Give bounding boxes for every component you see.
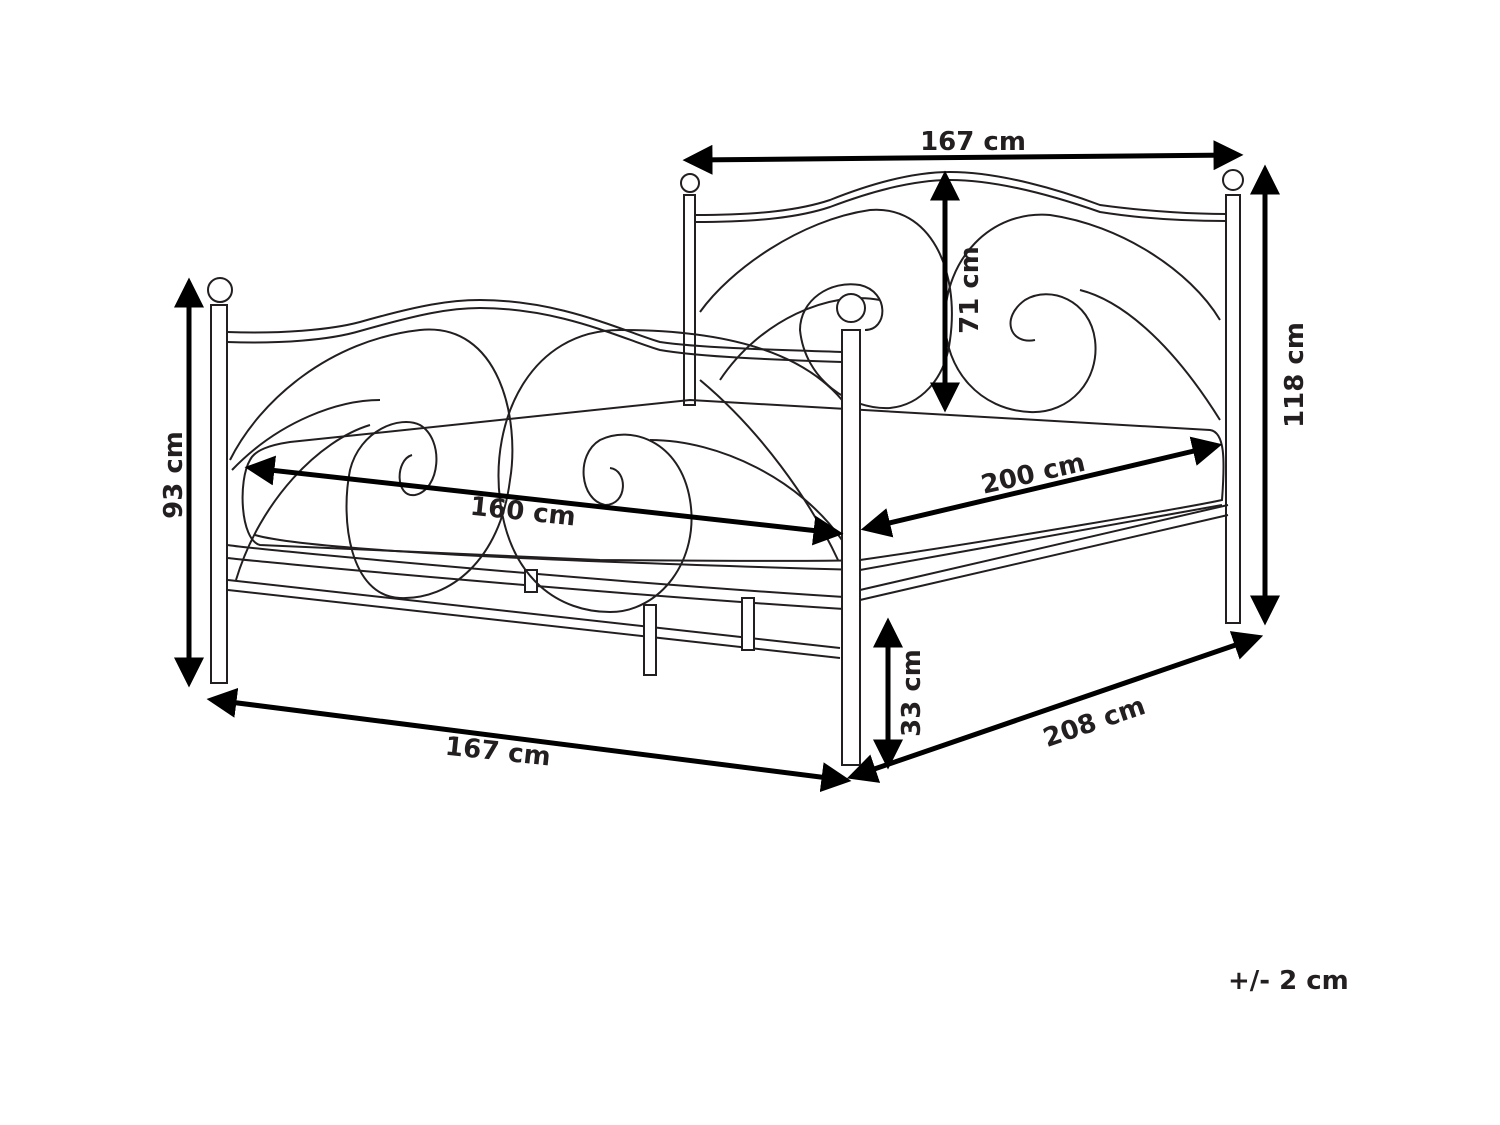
dim-arrow-footboard-width bbox=[206, 687, 852, 793]
dimension-arrows bbox=[174, 140, 1280, 793]
center-support bbox=[524, 569, 538, 593]
label-headboard-width: 167 cm bbox=[920, 127, 1026, 157]
footboard-right-post bbox=[841, 329, 861, 766]
center-leg-front bbox=[643, 604, 657, 676]
footboard-left-post bbox=[210, 304, 228, 684]
footboard-top-rail-inner bbox=[226, 306, 843, 363]
label-clearance-height: 33 cm bbox=[897, 649, 927, 737]
footboard-top-rail bbox=[226, 298, 843, 353]
headboard-right-post bbox=[1225, 194, 1241, 624]
dim-arrow-headboard-width bbox=[682, 140, 1244, 175]
headboard-left-finial bbox=[680, 173, 700, 193]
label-mattress-width: 160 cm bbox=[469, 492, 577, 533]
headboard-top-rail-inner bbox=[694, 178, 1227, 223]
tolerance-note: +/- 2 cm bbox=[1228, 966, 1349, 996]
headboard-top-rail bbox=[694, 170, 1227, 216]
label-mattress-length: 200 cm bbox=[978, 448, 1088, 501]
dim-arrow-mattress-length bbox=[860, 436, 1223, 538]
label-footboard-width: 167 cm bbox=[444, 732, 552, 773]
headboard-right-finial bbox=[1222, 169, 1244, 191]
label-overall-length: 208 cm bbox=[1039, 691, 1149, 754]
center-leg-back bbox=[741, 597, 755, 651]
dim-arrow-mattress-width bbox=[244, 455, 844, 546]
label-panel-height: 71 cm bbox=[955, 246, 985, 334]
headboard-left-post bbox=[683, 194, 696, 406]
bed-frame-illustration bbox=[207, 169, 1244, 766]
label-headboard-height: 118 cm bbox=[1280, 322, 1310, 428]
mattress bbox=[241, 398, 1225, 562]
dim-arrow-overall-length bbox=[846, 631, 1264, 783]
footboard-bottom-rail bbox=[227, 579, 841, 659]
footboard-right-finial bbox=[836, 293, 866, 323]
footboard-left-finial bbox=[207, 277, 233, 303]
label-footboard-height: 93 cm bbox=[159, 431, 189, 519]
